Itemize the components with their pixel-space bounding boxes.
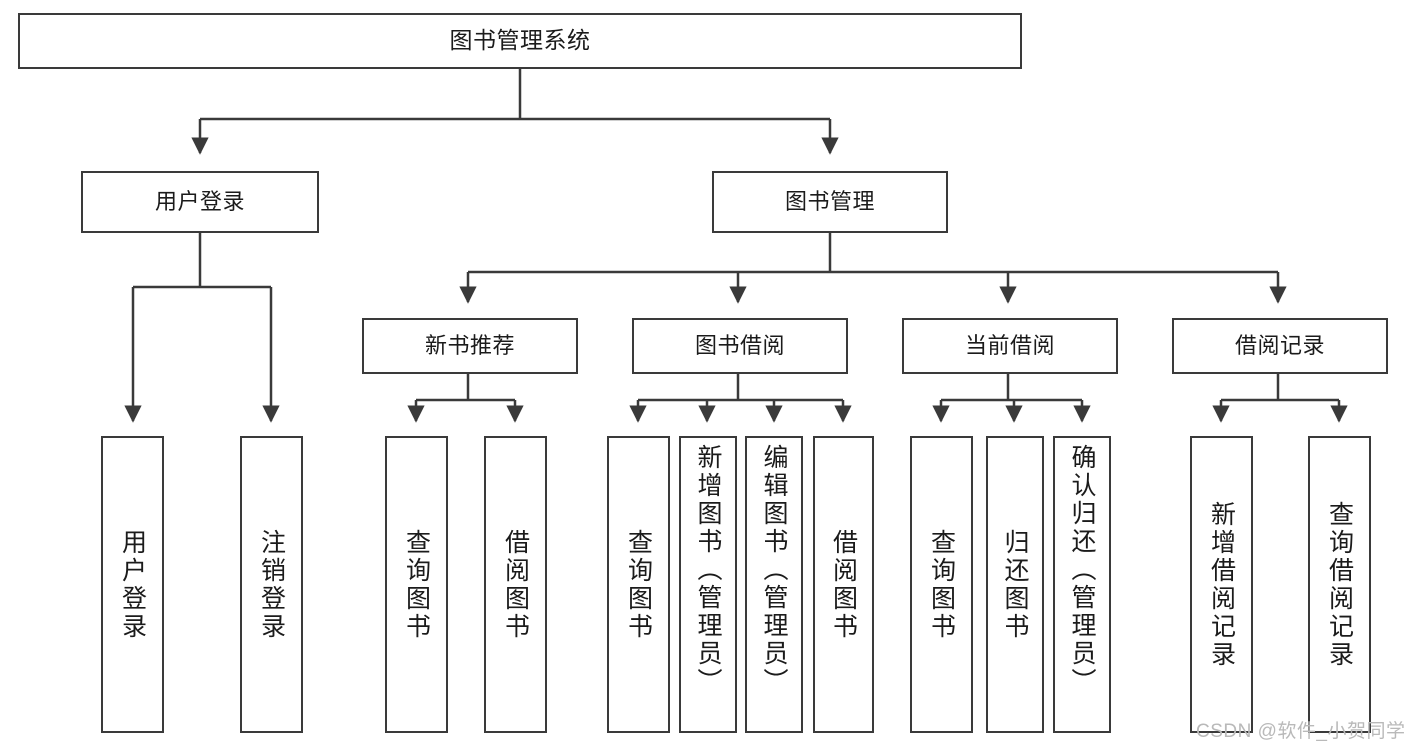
leaf-borrow-book-label: 借阅图书 — [829, 528, 858, 641]
node-book-borrow[interactable]: 图书借阅 — [632, 318, 848, 374]
leaf-borrow-book[interactable]: 借阅图书 — [813, 436, 874, 733]
leaf-borrow-book-recommend[interactable]: 借阅图书 — [484, 436, 547, 733]
leaf-query-book-borrow-label: 查询图书 — [624, 528, 653, 641]
leaf-add-book-admin-label: 新增图书（管理员） — [694, 444, 722, 696]
leaf-query-book-borrow[interactable]: 查询图书 — [607, 436, 670, 733]
node-user-login-label: 用户登录 — [154, 189, 245, 215]
node-current-borrow-label: 当前借阅 — [964, 333, 1055, 359]
leaf-return-book-label: 归还图书 — [1001, 528, 1029, 641]
node-book-management-label: 图书管理 — [784, 189, 875, 215]
leaf-user-login-label: 用户登录 — [118, 528, 147, 641]
node-new-book-recommendation[interactable]: 新书推荐 — [362, 318, 578, 374]
leaf-user-login[interactable]: 用户登录 — [101, 436, 164, 733]
leaf-borrow-book-recommend-label: 借阅图书 — [501, 528, 530, 641]
leaf-query-book-current[interactable]: 查询图书 — [910, 436, 973, 733]
node-user-login[interactable]: 用户登录 — [81, 171, 319, 233]
node-root-label: 图书管理系统 — [449, 27, 591, 54]
node-current-borrow[interactable]: 当前借阅 — [902, 318, 1118, 374]
node-borrow-record[interactable]: 借阅记录 — [1172, 318, 1388, 374]
leaf-query-borrow-record-label: 查询借阅记录 — [1325, 500, 1354, 669]
leaf-query-book-recommend-label: 查询图书 — [402, 528, 431, 641]
leaf-query-borrow-record[interactable]: 查询借阅记录 — [1308, 436, 1371, 733]
leaf-query-book-recommend[interactable]: 查询图书 — [385, 436, 448, 733]
leaf-edit-book-admin[interactable]: 编辑图书（管理员） — [745, 436, 803, 733]
node-book-management[interactable]: 图书管理 — [712, 171, 948, 233]
leaf-confirm-return-admin-label: 确认归还（管理员） — [1068, 444, 1096, 696]
leaf-confirm-return-admin[interactable]: 确认归还（管理员） — [1053, 436, 1111, 733]
leaf-logout[interactable]: 注销登录 — [240, 436, 303, 733]
leaf-return-book[interactable]: 归还图书 — [986, 436, 1044, 733]
watermark-text: CSDN @软件_小贺同学 — [1196, 721, 1405, 742]
leaf-add-book-admin[interactable]: 新增图书（管理员） — [679, 436, 737, 733]
node-borrow-record-label: 借阅记录 — [1234, 333, 1325, 359]
leaf-logout-label: 注销登录 — [257, 528, 286, 641]
node-new-book-recommendation-label: 新书推荐 — [424, 333, 515, 359]
leaf-edit-book-admin-label: 编辑图书（管理员） — [760, 444, 788, 696]
leaf-add-borrow-record[interactable]: 新增借阅记录 — [1190, 436, 1253, 733]
leaf-add-borrow-record-label: 新增借阅记录 — [1207, 500, 1236, 669]
node-root[interactable]: 图书管理系统 — [18, 13, 1022, 69]
node-book-borrow-label: 图书借阅 — [694, 333, 785, 359]
leaf-query-book-current-label: 查询图书 — [927, 528, 956, 641]
